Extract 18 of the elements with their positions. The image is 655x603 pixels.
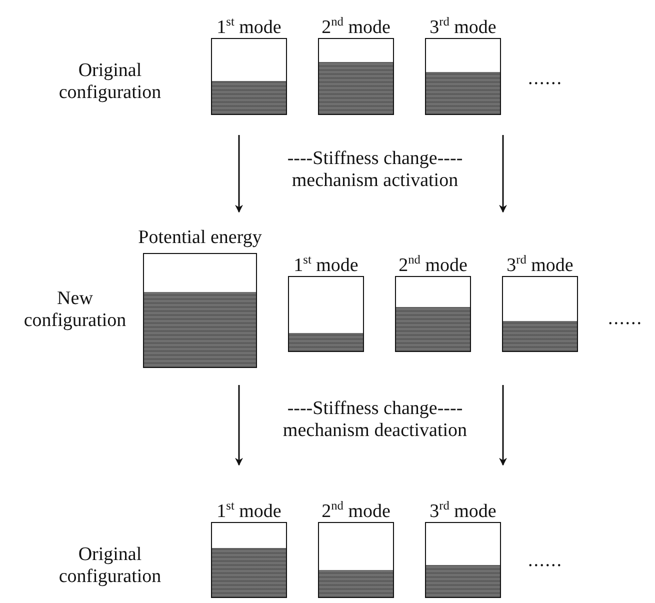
mode-heading: 3$^{rd}$ mode — [428, 502, 498, 522]
mode-heading: 3$^{rd}$ mode — [428, 18, 498, 38]
mode-heading: 2$^{nd}$ mode — [320, 502, 392, 522]
transition-label: ----Stiffness change---- mechanism deactivation — [282, 398, 468, 442]
row-label: Original configuration — [58, 60, 162, 104]
mode-heading: 2$^{nd}$ mode — [398, 256, 468, 276]
mode-heading: 2$^{nd}$ mode — [320, 18, 392, 38]
mode-heading: 1$^{st}$ mode — [216, 502, 282, 522]
mode-heading: 1$^{st}$ mode — [216, 18, 282, 38]
ellipsis: ...... — [608, 308, 644, 330]
ellipsis: ...... — [528, 68, 564, 90]
mode-heading: 1$^{st}$ mode — [292, 256, 360, 276]
transition-label: ----Stiffness change---- mechanism activation — [286, 148, 464, 192]
row-label: Original configuration — [58, 544, 162, 588]
ellipsis: ...... — [528, 550, 564, 572]
row-label: New configuration — [22, 288, 128, 332]
mode-heading: 3$^{rd}$ mode — [506, 256, 574, 276]
mode-heading: Potential energy — [137, 228, 263, 248]
